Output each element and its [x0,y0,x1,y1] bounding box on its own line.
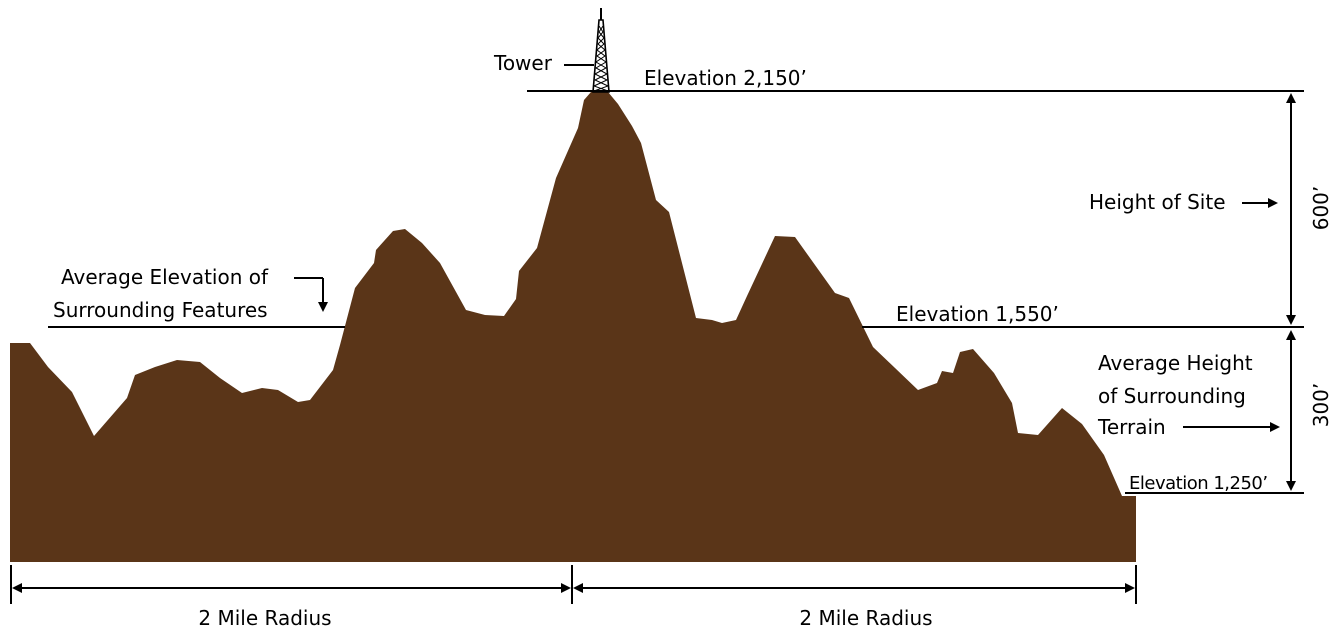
height-of-site-label: Height of Site [1089,190,1226,214]
tower-label: Tower [493,51,553,75]
elevation-mid-label: Elevation 1,550’ [896,302,1059,326]
average-height-dimension [1286,330,1296,491]
average-height-label-line2: of Surrounding [1098,384,1246,408]
height-of-site-dimension [1286,93,1296,325]
average-elevation-arrow [294,277,328,312]
terrain-profile [10,92,1136,562]
average-height-label-line3: Terrain [1097,415,1166,439]
average-elevation-label-line2: Surrounding Features [53,298,268,322]
average-elevation-label-line1: Average Elevation of [61,265,269,289]
average-height-arrow [1183,422,1280,432]
radius-left-label: 2 Mile Radius [198,606,331,630]
radius-right-label: 2 Mile Radius [799,606,932,630]
elevation-low-label: Elevation 1,250’ [1129,473,1268,494]
tower-icon [592,8,610,93]
dimension-300-label: 300’ [1309,383,1332,428]
radius-dimension-right [573,565,1137,604]
radius-dimension-left [10,565,573,604]
dimension-600-label: 600’ [1309,186,1332,231]
average-height-label-line1: Average Height [1098,351,1253,375]
elevation-top-label: Elevation 2,150’ [644,66,807,90]
height-of-site-arrow [1242,198,1278,208]
